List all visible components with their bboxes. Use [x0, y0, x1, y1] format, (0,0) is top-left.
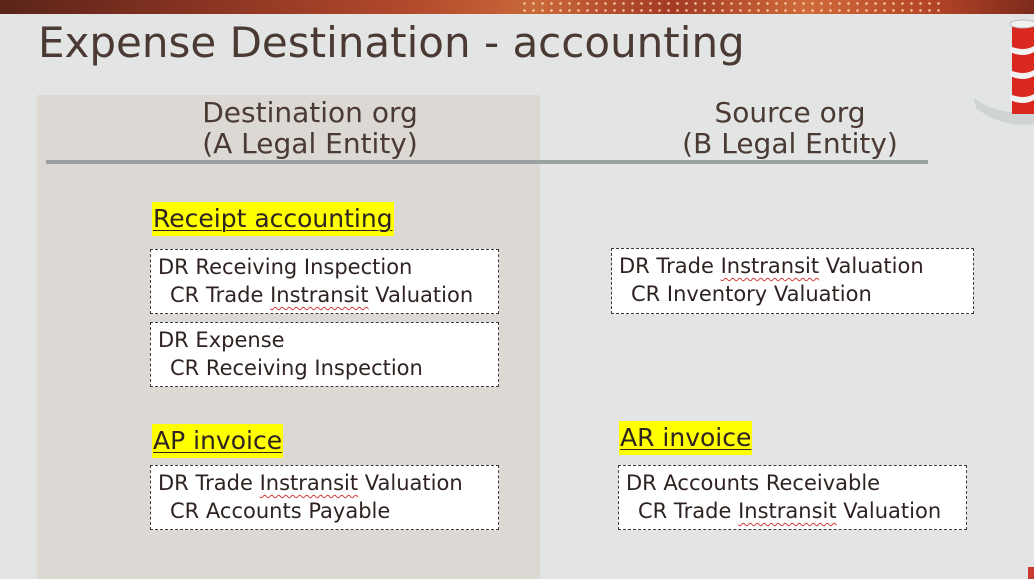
debit-line: DR Accounts Receivable	[626, 471, 881, 495]
debit-line: DR Receiving Inspection	[158, 255, 413, 279]
debit-line: DR Trade Instransit Valuation	[619, 254, 924, 278]
destination-column-heading: Destination org (A Legal Entity)	[160, 97, 460, 159]
receipt-accounting-heading: Receipt accounting	[152, 202, 394, 236]
credit-line: CR Receiving Inspection	[170, 356, 423, 380]
journal-entry-box: DR Accounts Receivable CR Trade Instrans…	[618, 465, 967, 530]
journal-entry-box: DR Receiving Inspection CR Trade Instran…	[150, 249, 499, 314]
corner-accent	[1028, 567, 1034, 579]
decorative-banner	[0, 0, 1034, 14]
source-heading-line1: Source org	[714, 96, 866, 129]
credit-line: CR Inventory Valuation	[631, 282, 872, 306]
database-cylinder-icon	[974, 19, 1034, 125]
credit-line: CR Trade Instransit Valuation	[638, 499, 942, 523]
debit-line: DR Trade Instransit Valuation	[158, 471, 463, 495]
credit-line: CR Accounts Payable	[170, 499, 391, 523]
ar-invoice-heading: AR invoice	[619, 421, 753, 455]
journal-entry-box: DR Expense CR Receiving Inspection	[150, 322, 499, 387]
slide-title: Expense Destination - accounting	[38, 18, 745, 67]
journal-entry-box: DR Trade Instransit Valuation CR Account…	[150, 465, 499, 530]
credit-line: CR Trade Instransit Valuation	[170, 283, 474, 307]
source-column-heading: Source org (B Legal Entity)	[640, 97, 940, 159]
debit-line: DR Expense	[158, 328, 285, 352]
column-divider-rule	[46, 160, 928, 164]
banner-dots	[520, 0, 940, 14]
ap-invoice-heading: AP invoice	[152, 424, 284, 458]
source-heading-line2: (B Legal Entity)	[682, 127, 898, 160]
destination-heading-line1: Destination org	[202, 96, 418, 129]
journal-entry-box: DR Trade Instransit Valuation CR Invento…	[611, 248, 974, 314]
destination-heading-line2: (A Legal Entity)	[202, 127, 418, 160]
